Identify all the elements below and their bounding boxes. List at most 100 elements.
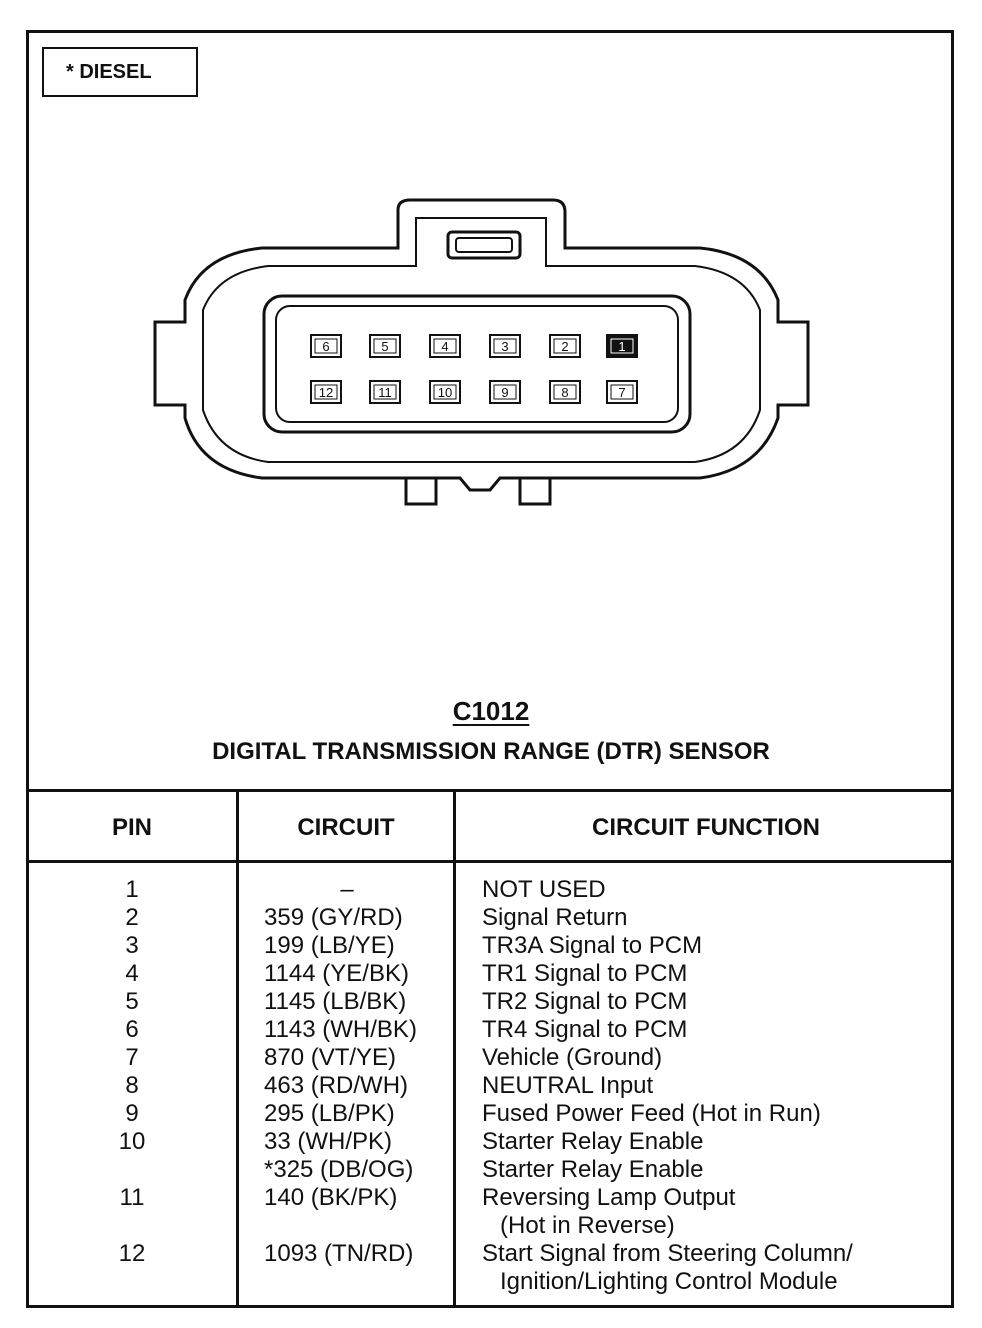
pin-label: 2	[561, 339, 568, 354]
connector-id: C1012	[452, 696, 530, 726]
pin-label: 12	[319, 385, 333, 400]
pin-cell: 2	[125, 904, 139, 931]
header-pin: PIN	[111, 814, 152, 841]
pin-box-inner	[373, 338, 397, 354]
function-cell: Vehicle (Ground)	[482, 1044, 663, 1071]
pin-cell: 4	[125, 960, 139, 987]
pin-label: 7	[618, 385, 625, 400]
table-top-border	[26, 789, 954, 792]
pin-cell: 10	[118, 1128, 146, 1155]
function-cell: NOT USED	[482, 876, 606, 903]
pin-box-inner	[610, 338, 634, 354]
pin-3: 3	[489, 334, 521, 358]
pin-cell: 1	[125, 876, 139, 903]
diagram-frame	[26, 30, 954, 1308]
pin-box-inner	[493, 384, 517, 400]
table-row: 6 1143 (WH/BK) TR4 Signal to PCM	[0, 1016, 982, 1044]
pin-cell: 9	[125, 1100, 139, 1127]
pin-5: 5	[369, 334, 401, 358]
circuit-cell: 1093 (TN/RD)	[264, 1240, 414, 1267]
pin-label: 3	[501, 339, 508, 354]
table-row: 5 1145 (LB/BK) TR2 Signal to PCM	[0, 988, 982, 1016]
table-row: *325 (DB/OG)Starter Relay Enable	[0, 1156, 982, 1184]
diesel-note: * DIESEL	[42, 47, 198, 97]
connector-latch	[446, 230, 522, 260]
pin-cell: 12	[118, 1240, 146, 1267]
pin-label: 6	[322, 339, 329, 354]
pin-8: 8	[549, 380, 581, 404]
table-row: Ignition/Lighting Control Module	[0, 1268, 982, 1296]
table-row: 7 870 (VT/YE) Vehicle (Ground)	[0, 1044, 982, 1072]
connector-key-right	[518, 478, 552, 506]
circuit-cell: 295 (LB/PK)	[264, 1100, 395, 1127]
pin-6: 6	[310, 334, 342, 358]
connector-inner-outline	[202, 217, 761, 463]
pin-box-inner	[433, 338, 457, 354]
function-cell: Signal Return	[482, 904, 628, 931]
pin-label: 11	[378, 385, 392, 400]
circuit-cell: 199 (LB/YE)	[264, 932, 395, 959]
pin-box-inner	[314, 338, 338, 354]
pin-label: 1	[618, 339, 625, 354]
pin-label: 10	[438, 385, 452, 400]
pin-box-inner	[493, 338, 517, 354]
connector-latch-inner	[455, 237, 513, 253]
pin-11: 11	[369, 380, 401, 404]
pin-cavity-outer	[262, 294, 692, 434]
pin-box-inner	[373, 384, 397, 400]
circuit-cell: –	[340, 876, 354, 903]
function-cell: TR3A Signal to PCM	[482, 932, 703, 959]
pin-4: 4	[429, 334, 461, 358]
connector-key-left	[404, 478, 438, 506]
pin-cavity-inner	[275, 305, 679, 423]
pin-box-inner	[433, 384, 457, 400]
function-cell: TR2 Signal to PCM	[482, 988, 688, 1015]
pin-label: 9	[501, 385, 508, 400]
pin-cell: 7	[125, 1044, 139, 1071]
header-circuit: CIRCUIT	[297, 814, 395, 841]
connector-drawing: 6 5 4 3 2 1 12 11 10 9 8 7	[153, 198, 810, 506]
table-row: 12 1093 (TN/RD) Start Signal from Steering…	[0, 1240, 982, 1268]
circuit-cell: 33 (WH/PK)	[264, 1128, 393, 1155]
function-cell: Fused Power Feed (Hot in Run)	[482, 1100, 821, 1127]
table-row: 2 359 (GY/RD) Signal Return	[0, 904, 982, 932]
table-header-border	[26, 860, 954, 863]
pin-cell: 5	[125, 988, 139, 1015]
pin-box-inner	[610, 384, 634, 400]
circuit-cell: 359 (GY/RD)	[264, 904, 403, 931]
table-row: (Hot in Reverse)	[0, 1212, 982, 1240]
circuit-cell: 1144 (YE/BK)	[264, 960, 409, 987]
function-cell: Starter Relay Enable	[482, 1128, 704, 1155]
table-column-divider-1	[236, 792, 239, 1308]
function-cell: (Hot in Reverse)	[500, 1212, 675, 1239]
connector-housing-outline	[153, 198, 810, 492]
circuit-cell: 140 (BK/PK)	[264, 1184, 398, 1211]
table-row: 1 – NOT USED	[0, 876, 982, 904]
circuit-cell: 463 (RD/WH)	[264, 1072, 409, 1099]
table-row: 4 1144 (YE/BK) TR1 Signal to PCM	[0, 960, 982, 988]
pin-9: 9	[489, 380, 521, 404]
pin-cell: 6	[125, 1016, 139, 1043]
table-column-divider-2	[453, 792, 456, 1308]
circuit-cell: 1143 (WH/BK)	[264, 1016, 417, 1043]
function-cell: TR4 Signal to PCM	[482, 1016, 688, 1043]
pin-box-inner	[553, 338, 577, 354]
pin-cell: 8	[125, 1072, 139, 1099]
table-row: 10 33 (WH/PK) Starter Relay Enable	[0, 1128, 982, 1156]
connector-name: DIGITAL TRANSMISSION RANGE (DTR) SENSOR	[212, 738, 770, 765]
pin-label: 8	[561, 385, 568, 400]
circuit-cell: 870 (VT/YE)	[264, 1044, 397, 1071]
circuit-cell: 1145 (LB/BK)	[264, 988, 407, 1015]
table-row: 9 295 (LB/PK) Fused Power Feed (Hot in Run…	[0, 1100, 982, 1128]
function-cell: Start Signal from Steering Column/	[482, 1240, 853, 1267]
pin-2: 2	[549, 334, 581, 358]
pin-12: 12	[310, 380, 342, 404]
pin-label: 5	[381, 339, 388, 354]
pin-10: 10	[429, 380, 461, 404]
function-cell: TR1 Signal to PCM	[482, 960, 688, 987]
function-cell: Ignition/Lighting Control Module	[500, 1268, 838, 1295]
function-cell: Reversing Lamp Output	[482, 1184, 736, 1211]
